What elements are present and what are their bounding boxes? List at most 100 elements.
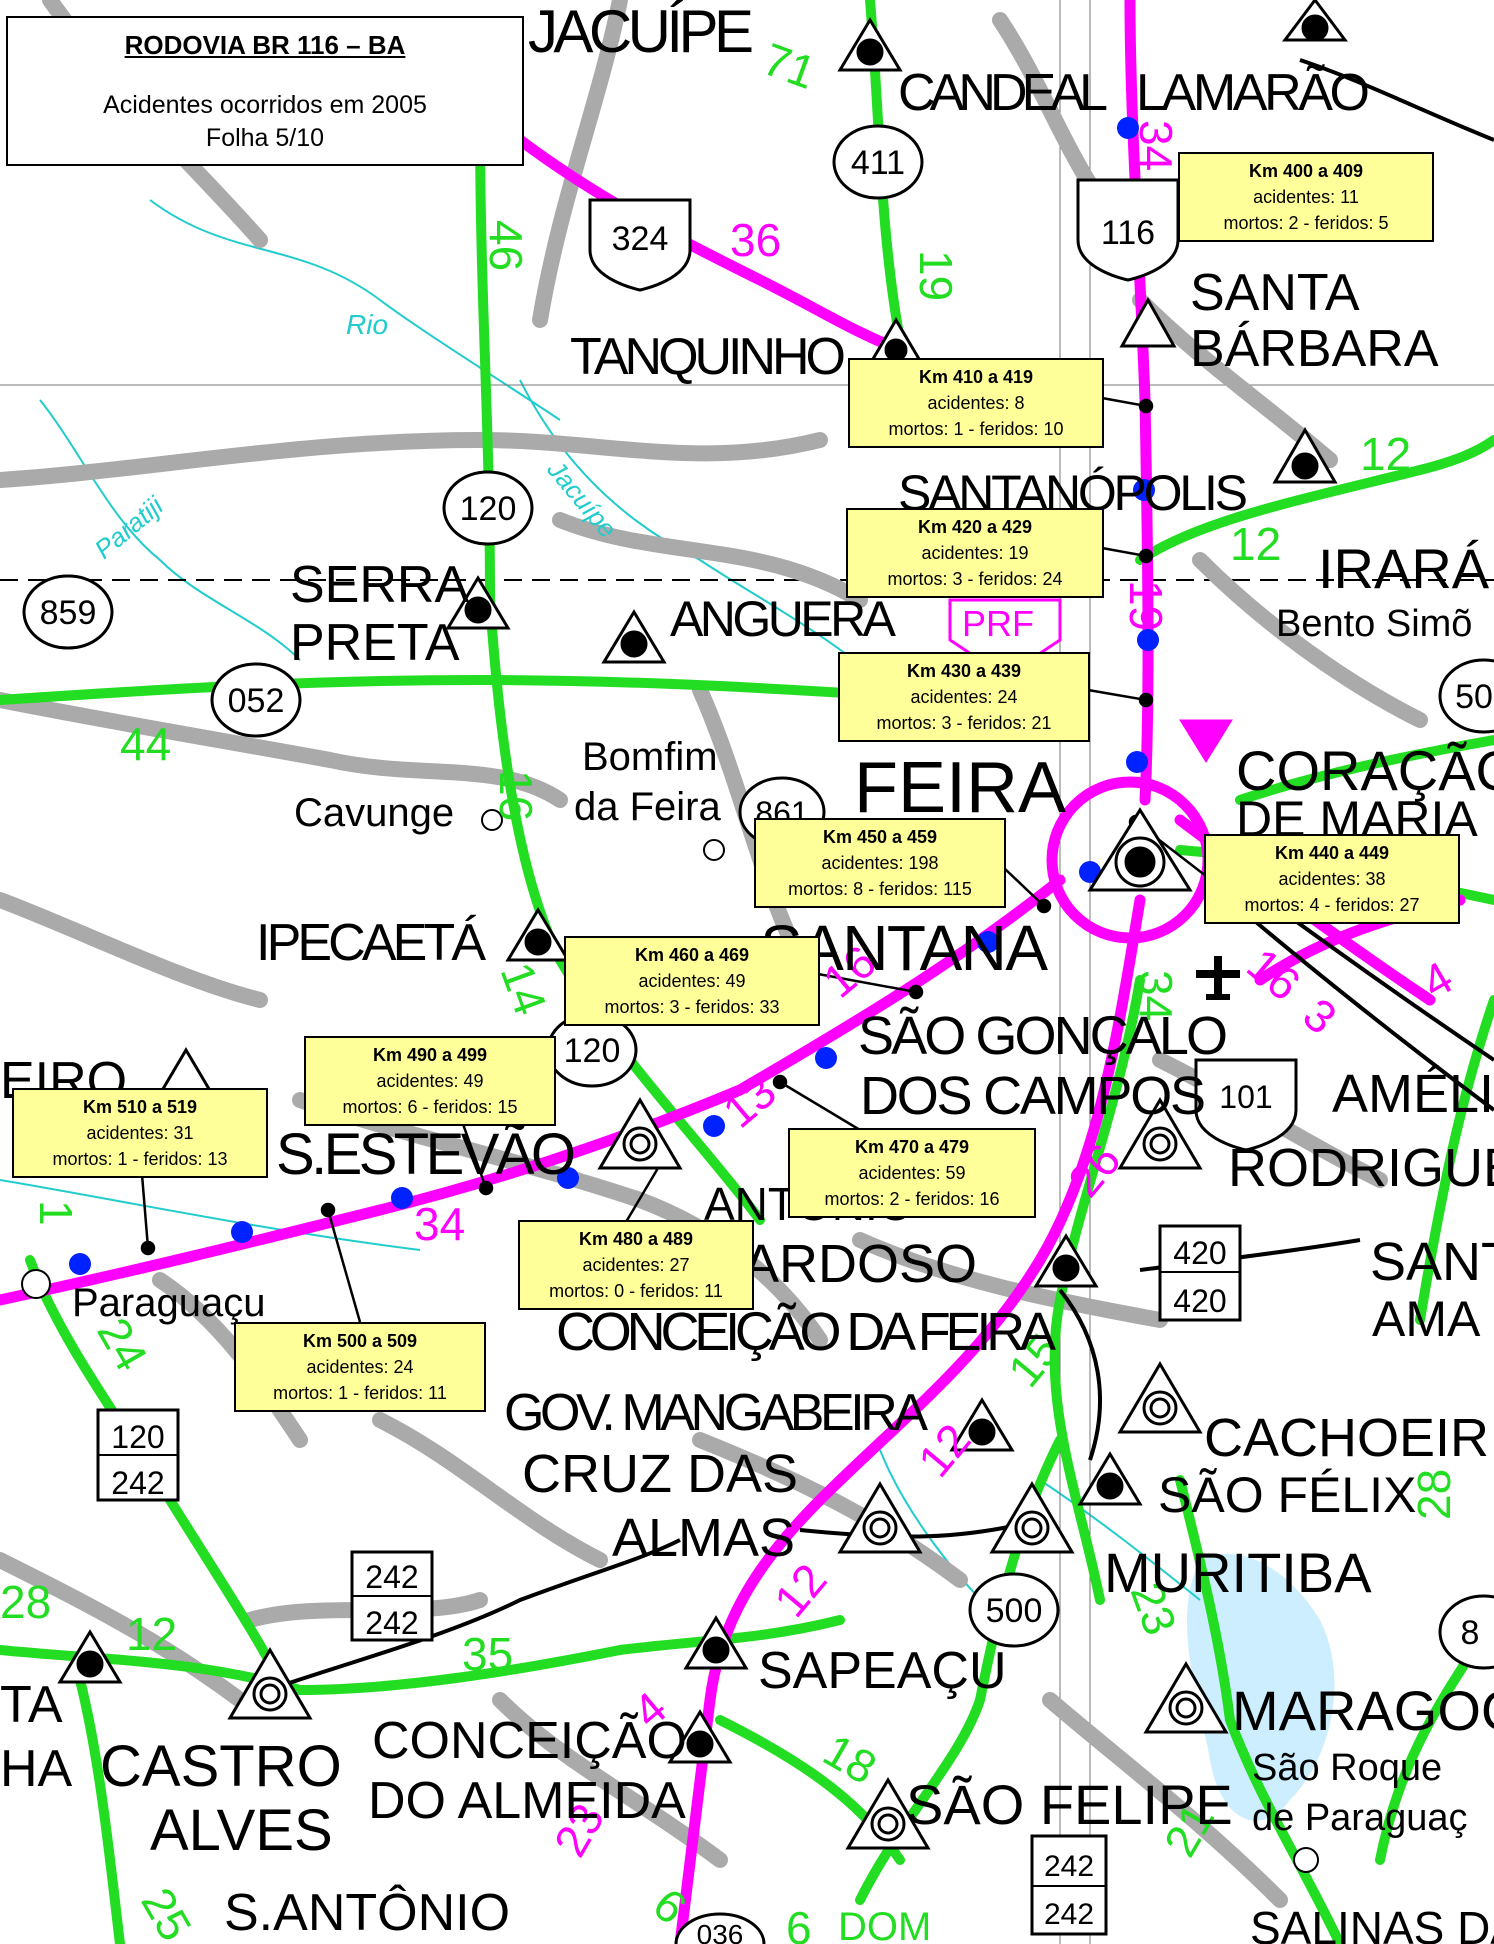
place-cruz-almas-1: CRUZ DAS	[522, 1444, 798, 1504]
city-symbols	[57, 0, 1348, 1850]
shield-label: 411	[851, 144, 905, 182]
distance-label: 44	[120, 718, 171, 770]
railway	[1228, 898, 1494, 1112]
river-line	[39, 399, 301, 661]
callout-km-410: Km 410 a 419 acidentes: 8 mortos: 1 - fe…	[848, 358, 1104, 448]
distance-label: 16	[1238, 938, 1311, 1011]
city-symbol-sapeacu	[683, 1615, 749, 1670]
leader-dot	[478, 1180, 494, 1196]
shield-label: 120	[564, 1032, 621, 1070]
place-serra-preta-1: SERRA	[290, 556, 469, 614]
village-sao-roque	[1293, 1847, 1319, 1873]
leader-dot	[140, 1240, 156, 1256]
city-symbol-cruz-almas	[837, 1481, 923, 1554]
leader-dot	[1138, 398, 1154, 414]
shield-label: 500	[986, 1592, 1043, 1630]
shield-label: 242	[111, 1465, 164, 1501]
distance-label: 6	[786, 1902, 812, 1944]
title-sheet: Folha 5/10	[205, 124, 325, 152]
river-paratiji: Paratiji	[89, 490, 170, 565]
place-cruz-almas-2: ALMAS	[612, 1508, 795, 1568]
shield-8: 8	[1438, 1594, 1494, 1670]
local-road	[992, 12, 1108, 208]
place-lamarao: LAMARÃO	[1136, 64, 1370, 122]
city-symbol-ipecaeta	[505, 907, 571, 962]
federal-road-116-south	[0, 874, 1066, 1306]
place-irara: IRARÁ	[1318, 537, 1490, 600]
callout-km: Km 410 a 419	[918, 367, 1034, 387]
leader-dot	[908, 984, 924, 1000]
local-road	[1042, 1692, 1288, 1908]
distance-label: 3	[1294, 988, 1347, 1044]
state-road	[1235, 735, 1494, 805]
shield-036: 036	[674, 1912, 766, 1944]
place-santo-amaro-1: SANT	[1370, 1232, 1494, 1292]
distance-label: 1	[30, 1200, 82, 1226]
rivers	[0, 199, 1201, 1621]
place-santa-barbara-1: SANTA	[1190, 264, 1360, 322]
local-road	[1192, 552, 1428, 728]
distance-label: 34	[1130, 970, 1182, 1021]
shield-label: 036	[697, 1919, 744, 1944]
callout-km: Km 490 a 499	[372, 1045, 488, 1065]
callout-km-450: Km 450 a 459 acidentes: 198 mortos: 8 - …	[754, 818, 1006, 908]
km-marker	[815, 1047, 837, 1069]
distance-label: 71	[757, 33, 823, 99]
shield-101: 101	[1194, 1058, 1298, 1152]
city-symbol-conc-almeida	[667, 1709, 733, 1764]
place-amelia: AMÉLIA	[1332, 1064, 1494, 1124]
callout-km-470: Km 470 a 479 acidentes: 59 mortos: 2 - f…	[788, 1128, 1036, 1218]
city-symbol-castro-alves	[227, 1647, 313, 1720]
place-santo-antonio: S.ANTÔNIO	[224, 1884, 510, 1942]
place-tanquinho: TANQUINHO	[570, 328, 846, 386]
km-marker	[977, 931, 999, 953]
shield-324: 324	[588, 198, 692, 292]
shield-50: 50	[1438, 658, 1494, 734]
callout-km-420: Km 420 a 429 acidentes: 19 mortos: 3 - f…	[846, 508, 1104, 598]
shield-116: 116	[1076, 178, 1180, 282]
leader-line	[326, 1209, 362, 1323]
distance-label: 35	[462, 1628, 513, 1680]
state-road	[75, 1675, 125, 1944]
city-symbol-santanopolis	[1272, 426, 1338, 484]
distance-label: 34	[1130, 120, 1182, 171]
km-marker	[557, 1167, 579, 1189]
distance-label: 25	[131, 1879, 202, 1944]
place-jacuipe: JACUÍPE	[528, 0, 754, 65]
km-marker	[1126, 751, 1148, 773]
city-symbol-candeal	[837, 17, 903, 72]
callout-km-400: Km 400 a 409 acidentes: 11 mortos: 2 - f…	[1178, 152, 1434, 242]
shield-label: 420	[1173, 1235, 1226, 1271]
place-bomfim-2: da Feira	[574, 785, 721, 829]
place-sapeacu: SAPEAÇU	[758, 1642, 1007, 1700]
callout-vitimas: mortos: 6 - feridos: 15	[342, 1097, 518, 1117]
local-road	[0, 892, 268, 1008]
distance-label: 28	[0, 1576, 51, 1628]
place-salinas: SALINAS DA	[1250, 1902, 1494, 1944]
title-subtitle: Acidentes ocorridos em 2005	[103, 91, 427, 119]
place-ha: HA	[0, 1740, 73, 1798]
place-conc-almeida-1: CONCEIÇÃO	[372, 1712, 687, 1770]
river-line	[1039, 1479, 1201, 1601]
place-sao-goncalo-1: SÃO GONÇALO	[858, 1006, 1228, 1066]
distance-label: 12	[126, 1608, 177, 1660]
distance-label: 12	[1360, 428, 1411, 480]
callout-acidentes: acidentes: 38	[1278, 869, 1386, 889]
place-muritiba: MURITIBA	[1104, 1541, 1372, 1604]
prf-icon	[1179, 719, 1233, 763]
place-anguera: ANGUERA	[670, 591, 897, 647]
callout-km: Km 500 a 509	[302, 1331, 418, 1351]
shield-411: 411	[832, 124, 924, 200]
leader-dot	[1138, 692, 1154, 708]
callout-vitimas: mortos: 8 - feridos: 115	[788, 879, 972, 899]
place-cachoeira: CACHOEIR	[1204, 1408, 1489, 1468]
callout-vitimas: mortos: 1 - feridos: 10	[888, 419, 1064, 439]
callout-km: Km 450 a 459	[822, 827, 938, 847]
state-road	[1415, 995, 1494, 1325]
callout-km-480: Km 480 a 489 acidentes: 27 mortos: 0 - f…	[518, 1220, 754, 1310]
callout-vitimas: mortos: 0 - feridos: 11	[549, 1281, 723, 1301]
shield-label: 242	[1044, 1898, 1094, 1931]
